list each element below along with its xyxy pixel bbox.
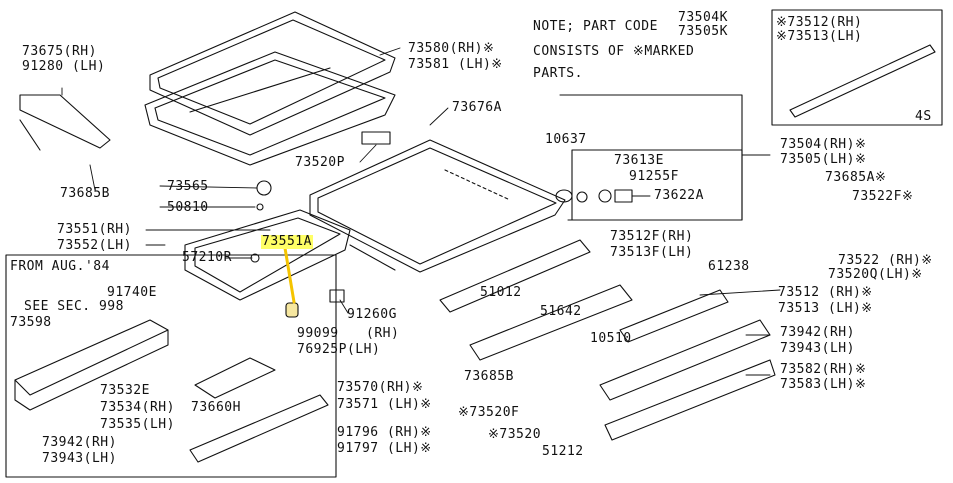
label-51212: 51212 [542, 444, 584, 459]
label-73520: ※73520 [488, 427, 542, 442]
label-73571: 73571 (LH)※ [337, 397, 432, 412]
label-91280: 91280 (LH) [22, 59, 106, 74]
label-61238: 61238 [708, 259, 750, 274]
note-line3: PARTS. [533, 66, 583, 81]
label-73534: 73534(RH) [100, 400, 175, 415]
label-73551: 73551(RH) [57, 222, 132, 237]
label-76925p: 76925P(LH) [297, 342, 381, 357]
label-76925p-rh: (RH) [366, 326, 400, 341]
label-73513f: 73513F(LH) [610, 245, 694, 260]
label-73532e: 73532E [100, 383, 150, 398]
inset-tr-rh: ※73512(RH) [776, 15, 863, 30]
label-73943-inset: 73943(LH) [42, 451, 117, 466]
label-50810: 50810 [167, 200, 209, 215]
label-73685b-2: 73685B [464, 369, 514, 384]
label-73580: 73580(RH)※ [408, 41, 495, 56]
inset-tr-lh: ※73513(LH) [776, 29, 863, 44]
label-73613e: 73613E [614, 153, 664, 168]
part-73551a-clip [285, 302, 299, 318]
label-51642: 51642 [540, 304, 582, 319]
label-99099: 99099 [297, 326, 339, 341]
label-73520p: 73520P [295, 155, 345, 170]
label-91740e: 91740E [107, 285, 157, 300]
highlight-leader [283, 246, 296, 304]
label-73582: 73582(RH)※ [780, 362, 867, 377]
inset-rail-top-right [789, 44, 936, 118]
label-73570: 73570(RH)※ [337, 380, 424, 395]
part-73520p-bracket [361, 131, 391, 145]
note-line2: CONSISTS OF ※MARKED [533, 44, 695, 59]
inset-bl-see: SEE SEC. 998 [24, 299, 124, 314]
leader-lines [61, 47, 781, 376]
label-91255f: 91255F [629, 169, 679, 184]
note-code1: 73504K [678, 10, 728, 25]
sunshade-frame [184, 209, 396, 301]
inset-tr-variant: 4S [915, 109, 932, 124]
label-73512: 73512 (RH)※ [778, 285, 873, 300]
label-73943: 73943(LH) [780, 341, 855, 356]
hardware-stack [555, 189, 633, 203]
label-73535: 73535(LH) [100, 417, 175, 432]
label-73552: 73552(LH) [57, 238, 132, 253]
label-73504: 73504(RH)※ [780, 137, 867, 152]
label-73685a: 73685A※ [825, 170, 887, 185]
part-99099-bracket [329, 289, 345, 303]
label-73583: 73583(LH)※ [780, 377, 867, 392]
label-73551a: 73551A [261, 234, 313, 249]
label-73522f: 73522F※ [852, 189, 914, 204]
glass-lid [144, 51, 396, 166]
label-10637: 10637 [545, 132, 587, 147]
label-73675: 73675(RH) [22, 44, 97, 59]
label-73622a: 73622A [654, 188, 704, 203]
bracket-73675 [19, 94, 111, 151]
inset-rail-parts [14, 319, 329, 463]
label-73520q: 73520Q(LH)※ [828, 267, 923, 282]
part-50810-circle [256, 203, 264, 211]
label-91796: 91796 (RH)※ [337, 425, 432, 440]
part-73565-circle [256, 180, 272, 196]
note-code2: 73505K [678, 24, 728, 39]
inset-bl-title: FROM AUG.'84 [10, 259, 110, 274]
inset-box-top-right [771, 9, 943, 126]
label-73513: 73513 (LH)※ [778, 301, 873, 316]
label-73685b: 73685B [60, 186, 110, 201]
label-57210r: 57210R [182, 250, 232, 265]
label-73505: 73505(LH)※ [780, 152, 867, 167]
label-91797: 91797 (LH)※ [337, 441, 432, 456]
weatherstrip-frame [149, 11, 396, 136]
label-10510: 10510 [590, 331, 632, 346]
label-73512f: 73512F(RH) [610, 229, 694, 244]
label-73565: 73565 [167, 179, 209, 194]
label-73520f: ※73520F [458, 405, 520, 420]
label-73676a: 73676A [452, 100, 502, 115]
label-73522: 73522 (RH)※ [838, 253, 933, 268]
sunroof-glass-panel [309, 139, 566, 273]
label-73942-inset: 73942(RH) [42, 435, 117, 450]
label-51012: 51012 [480, 285, 522, 300]
label-73660h: 73660H [191, 400, 241, 415]
note-line1: NOTE; PART CODE [533, 19, 658, 34]
label-73942: 73942(RH) [780, 325, 855, 340]
inset-box-bottom-left [5, 254, 337, 478]
label-91260g: 91260G [347, 307, 397, 322]
sub-assembly-box [571, 149, 743, 221]
label-73581: 73581 (LH)※ [408, 57, 503, 72]
label-73598: 73598 [10, 315, 52, 330]
